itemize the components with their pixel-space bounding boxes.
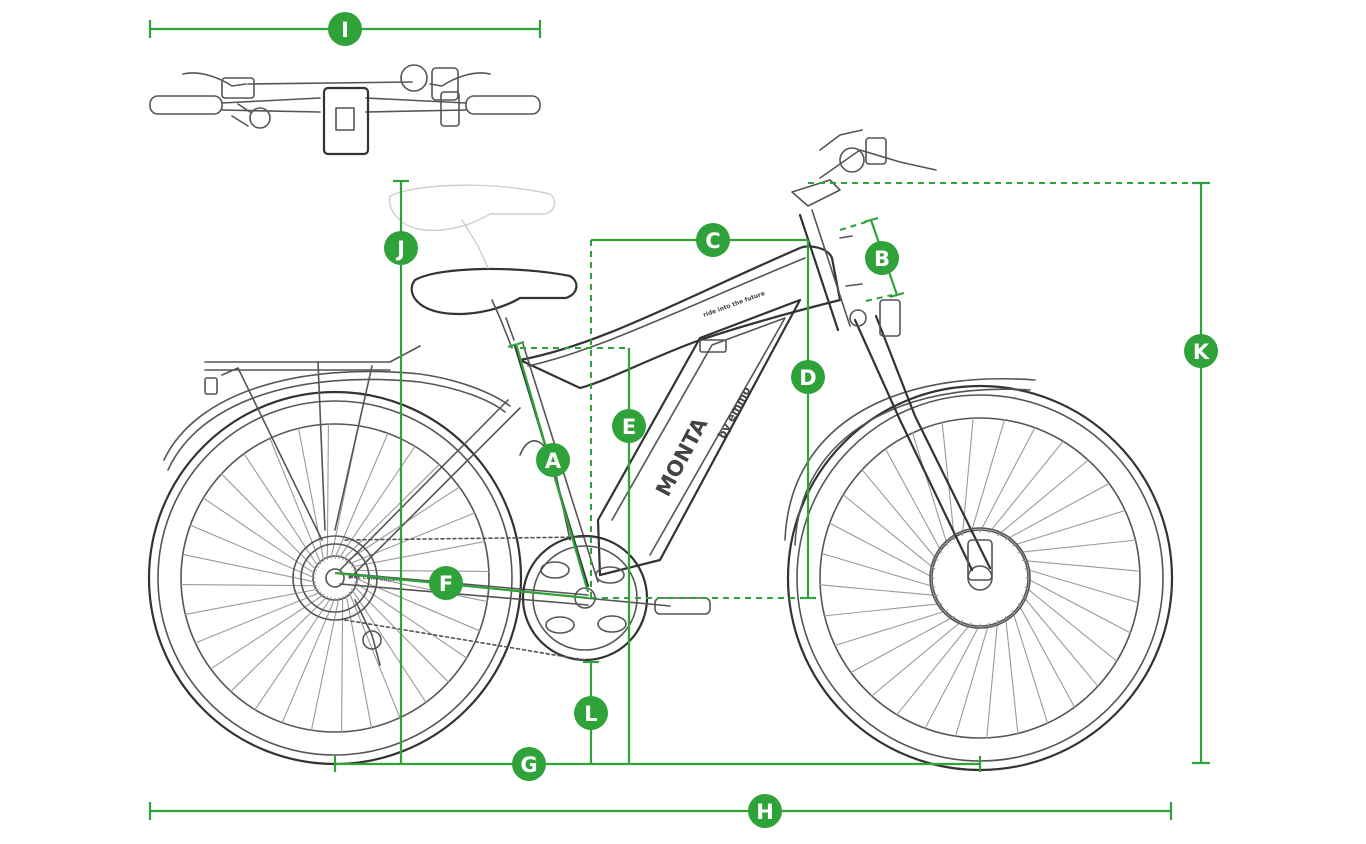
spoke bbox=[986, 619, 999, 739]
spoke bbox=[871, 619, 963, 697]
badge-e: E bbox=[612, 409, 646, 443]
spoke bbox=[1021, 559, 1141, 572]
handlebar-top-view bbox=[149, 64, 541, 156]
spoke bbox=[182, 553, 316, 583]
badge-b: B bbox=[865, 241, 899, 275]
chainstay-decal: BIKE COMPONENTS bbox=[348, 574, 403, 584]
spoke bbox=[269, 437, 322, 565]
badge-label-j: J bbox=[395, 237, 405, 261]
front-wheel bbox=[786, 384, 1174, 772]
badge-label-g: G bbox=[520, 753, 537, 777]
spoke bbox=[352, 569, 490, 572]
badge-h: H bbox=[748, 794, 782, 828]
badge-label-i: I bbox=[341, 18, 349, 42]
brand-decal: MONTA by emmo bbox=[651, 384, 753, 500]
bike-side-view: MONTA by emmo ride into the future BIKE … bbox=[147, 129, 1174, 772]
spoke bbox=[961, 417, 974, 537]
badge-k: K bbox=[1184, 334, 1218, 368]
badge-f: F bbox=[429, 566, 463, 600]
badge-label-b: B bbox=[874, 247, 890, 271]
spoke bbox=[1011, 609, 1049, 724]
spoke bbox=[351, 588, 427, 703]
badge-label-c: C bbox=[705, 229, 720, 253]
spoke bbox=[850, 615, 955, 674]
spoke bbox=[194, 591, 322, 644]
badge-a: A bbox=[536, 443, 570, 477]
spoke bbox=[1021, 595, 1099, 687]
badge-label-h: H bbox=[756, 800, 774, 824]
spoke bbox=[1024, 568, 1139, 604]
badge-c: C bbox=[696, 223, 730, 257]
badge-j: J bbox=[384, 231, 418, 265]
spoke bbox=[230, 595, 328, 692]
spoke bbox=[210, 594, 325, 670]
spoke bbox=[988, 440, 1064, 534]
spoke bbox=[861, 469, 939, 561]
spoke bbox=[348, 591, 401, 719]
badge-g: G bbox=[512, 747, 546, 781]
spoke bbox=[180, 584, 318, 587]
spoke bbox=[1005, 615, 1019, 735]
spoke bbox=[997, 459, 1089, 537]
spoke bbox=[821, 552, 936, 588]
spoke bbox=[1005, 482, 1110, 541]
badge-label-d: D bbox=[799, 366, 816, 390]
spoke bbox=[341, 595, 344, 733]
dimension-lines bbox=[148, 20, 1210, 820]
badge-label-f: F bbox=[439, 572, 453, 596]
rear-wheel bbox=[147, 390, 523, 766]
badge-l: L bbox=[574, 696, 608, 730]
badge-label-e: E bbox=[622, 415, 636, 439]
spoke bbox=[823, 603, 943, 617]
spoke bbox=[979, 427, 1036, 533]
badge-i: I bbox=[328, 12, 362, 46]
spoke bbox=[221, 473, 318, 571]
spoke bbox=[896, 622, 972, 716]
badge-d: D bbox=[791, 360, 825, 394]
spoke bbox=[842, 494, 936, 570]
badge-label-k: K bbox=[1193, 340, 1210, 364]
badge-label-a: A bbox=[545, 449, 562, 473]
spoke bbox=[834, 609, 949, 647]
spoke bbox=[1011, 509, 1126, 547]
spoke bbox=[1017, 539, 1137, 553]
spoke bbox=[924, 623, 981, 729]
spoke bbox=[1017, 603, 1076, 708]
spoke bbox=[310, 597, 340, 731]
spoke bbox=[829, 522, 935, 579]
spoke bbox=[326, 423, 329, 561]
frame-tagline: ride into the future bbox=[702, 290, 766, 319]
spoke bbox=[884, 448, 943, 553]
spoke bbox=[1024, 586, 1118, 662]
spoke bbox=[970, 419, 1006, 534]
badge-label-l: L bbox=[584, 702, 597, 726]
brand-sub: by emmo bbox=[715, 384, 753, 441]
spoke bbox=[954, 622, 990, 737]
spoke bbox=[911, 432, 949, 547]
brand-name: MONTA bbox=[651, 413, 713, 500]
spoke bbox=[819, 584, 939, 597]
spoke bbox=[342, 464, 440, 561]
spoke bbox=[1025, 577, 1131, 634]
